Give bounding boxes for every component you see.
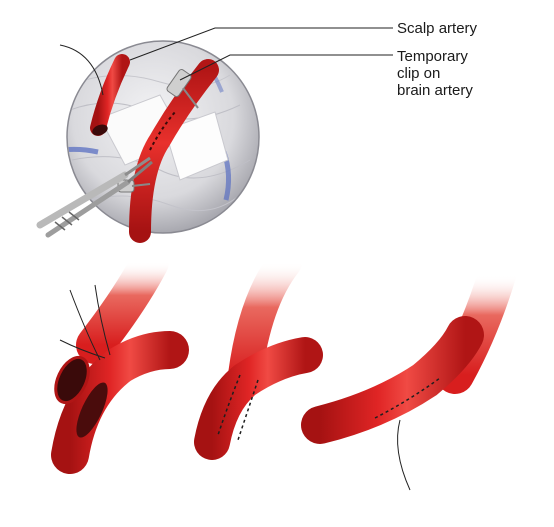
clip-icon xyxy=(166,69,199,109)
recipient-artery xyxy=(301,316,484,444)
anastomosis-step-3 xyxy=(301,256,516,491)
label-temporary-clip-line-2: clip on xyxy=(397,65,441,82)
suture-line xyxy=(217,374,241,436)
label-temporary-clip-line-3: brain artery xyxy=(397,82,473,99)
recipient-artery xyxy=(194,337,323,460)
label-scalp-artery: Scalp artery xyxy=(397,20,478,37)
label-temporary-clip: Temporary clip on brain artery xyxy=(397,48,473,99)
anastomosis-step-2 xyxy=(194,245,323,460)
suture-thread xyxy=(59,44,104,96)
suture-thread xyxy=(397,419,411,491)
gauze-pad xyxy=(164,111,229,181)
suture-line xyxy=(374,377,441,419)
membrane-band xyxy=(68,146,99,155)
craniotomy-view xyxy=(36,27,393,243)
microscissors-icon xyxy=(36,156,153,238)
leader-line-scalp-artery xyxy=(129,27,393,61)
brain-artery xyxy=(129,59,219,243)
suture-thread xyxy=(59,284,111,361)
scalp-artery xyxy=(90,54,130,136)
arteriotomy-opening xyxy=(76,382,108,438)
donor-artery-opening xyxy=(54,355,90,405)
leader-line-temporary-clip xyxy=(179,54,393,81)
suture-line xyxy=(237,379,259,441)
donor-artery xyxy=(76,243,169,364)
label-temporary-clip-line-1: Temporary xyxy=(397,48,468,65)
scalp-artery-lumen xyxy=(92,124,108,136)
anastomosis-step-1 xyxy=(51,243,189,474)
